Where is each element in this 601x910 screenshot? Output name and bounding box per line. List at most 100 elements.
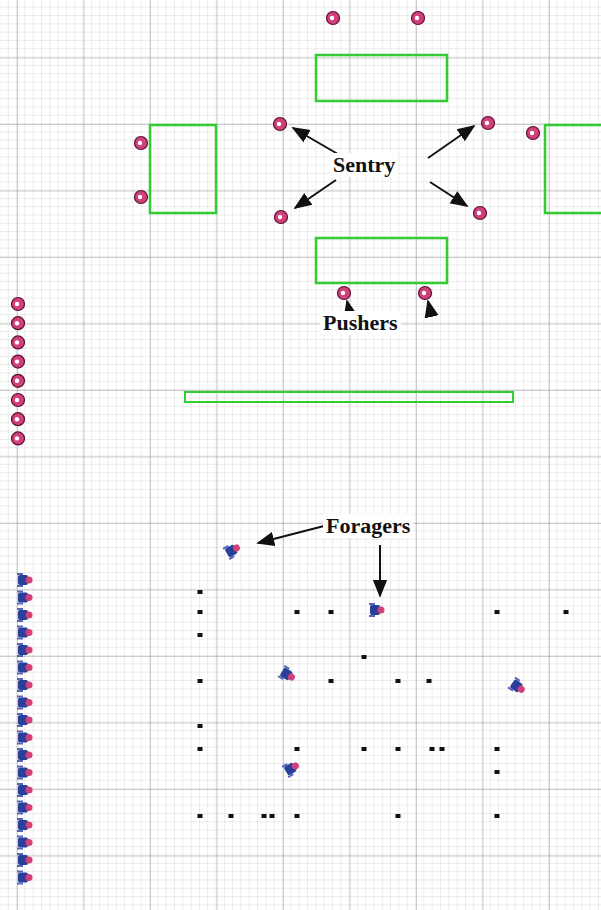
circle-robot (12, 298, 25, 311)
robot-gripper (17, 725, 23, 727)
robot-gripper (17, 573, 23, 575)
robot-gripper (17, 743, 23, 745)
forager-robot (369, 603, 385, 617)
puck (262, 814, 267, 818)
puck (198, 814, 203, 818)
robot-gripper (17, 748, 23, 750)
leader-arrow (430, 182, 467, 206)
puck (198, 724, 203, 728)
puck (270, 814, 275, 818)
puck (495, 814, 500, 818)
robot-body (275, 211, 288, 224)
robot-head (287, 672, 297, 682)
robot-gripper (17, 830, 23, 832)
robot-eye (422, 291, 426, 295)
circle-robot (12, 432, 25, 445)
robot-body (412, 12, 425, 25)
robot-eye (15, 417, 19, 421)
robot-body (482, 117, 495, 130)
robot-head (26, 594, 33, 601)
robot-body (12, 413, 25, 426)
robot-gripper (17, 795, 23, 797)
forager-robot (507, 677, 528, 697)
puck (495, 610, 500, 614)
puck (427, 679, 432, 683)
puck (396, 679, 401, 683)
robot-head (26, 822, 33, 829)
robot-gripper (507, 687, 513, 692)
robot-eye (415, 16, 419, 20)
forager-robot (17, 801, 33, 815)
robot-gripper (17, 603, 23, 605)
robot-gripper (17, 626, 23, 628)
robot-body (527, 127, 540, 140)
robot-body (327, 12, 340, 25)
robot-head (516, 684, 526, 694)
robot-gripper (288, 773, 294, 778)
puck (229, 814, 234, 818)
circle-robot (135, 137, 148, 150)
robot-head (378, 607, 385, 614)
robot-body (12, 355, 25, 368)
puck (198, 747, 203, 751)
forager-robot (17, 871, 33, 885)
puck (362, 747, 367, 751)
wall-bar (185, 392, 513, 402)
leader-arrow (428, 126, 474, 158)
robot-gripper (369, 615, 375, 617)
forager-robot (17, 678, 33, 692)
robot-gripper (17, 848, 23, 850)
robot-eye (330, 16, 334, 20)
puck (396, 814, 401, 818)
robot-gripper (229, 555, 235, 560)
robot-eye (138, 195, 142, 199)
puck (198, 633, 203, 637)
leader-arrow (258, 526, 324, 543)
circle-robot (12, 394, 25, 407)
robot-gripper (17, 760, 23, 762)
circle-robot (474, 207, 487, 220)
robot-head (26, 752, 33, 759)
robot-gripper (17, 708, 23, 710)
robot-head (26, 629, 33, 636)
puck (295, 747, 300, 751)
robot-head (26, 839, 33, 846)
circle-robot (12, 317, 25, 330)
puck (198, 610, 203, 614)
forager-robot (17, 573, 33, 587)
circle-robot (412, 12, 425, 25)
leader-arrow (428, 301, 431, 314)
circle-robot (12, 355, 25, 368)
puck (295, 814, 300, 818)
robot-body (12, 336, 25, 349)
robot-eye (477, 211, 481, 215)
robot-head (26, 874, 33, 881)
circle-robot (419, 287, 432, 300)
robot-gripper (17, 836, 23, 838)
robot-body (419, 287, 432, 300)
robot-gripper (17, 883, 23, 885)
robot-head (26, 647, 33, 654)
circle-robot (135, 191, 148, 204)
robot-eye (530, 131, 534, 135)
circle-robot (338, 287, 351, 300)
robot-body (12, 394, 25, 407)
robot-gripper (17, 585, 23, 587)
robot-head (26, 734, 33, 741)
robot-gripper (17, 871, 23, 873)
forager-robot (223, 540, 243, 560)
puck (430, 747, 435, 751)
puck (295, 610, 300, 614)
robot-gripper (17, 591, 23, 593)
puck (495, 747, 500, 751)
forager-robot (17, 591, 33, 605)
robot-head (26, 612, 33, 619)
forager-robot (282, 758, 302, 778)
robot-gripper (17, 638, 23, 640)
puck (198, 679, 203, 683)
forager-robot (17, 661, 33, 675)
robot-body (338, 287, 351, 300)
robot-eye (15, 379, 19, 383)
